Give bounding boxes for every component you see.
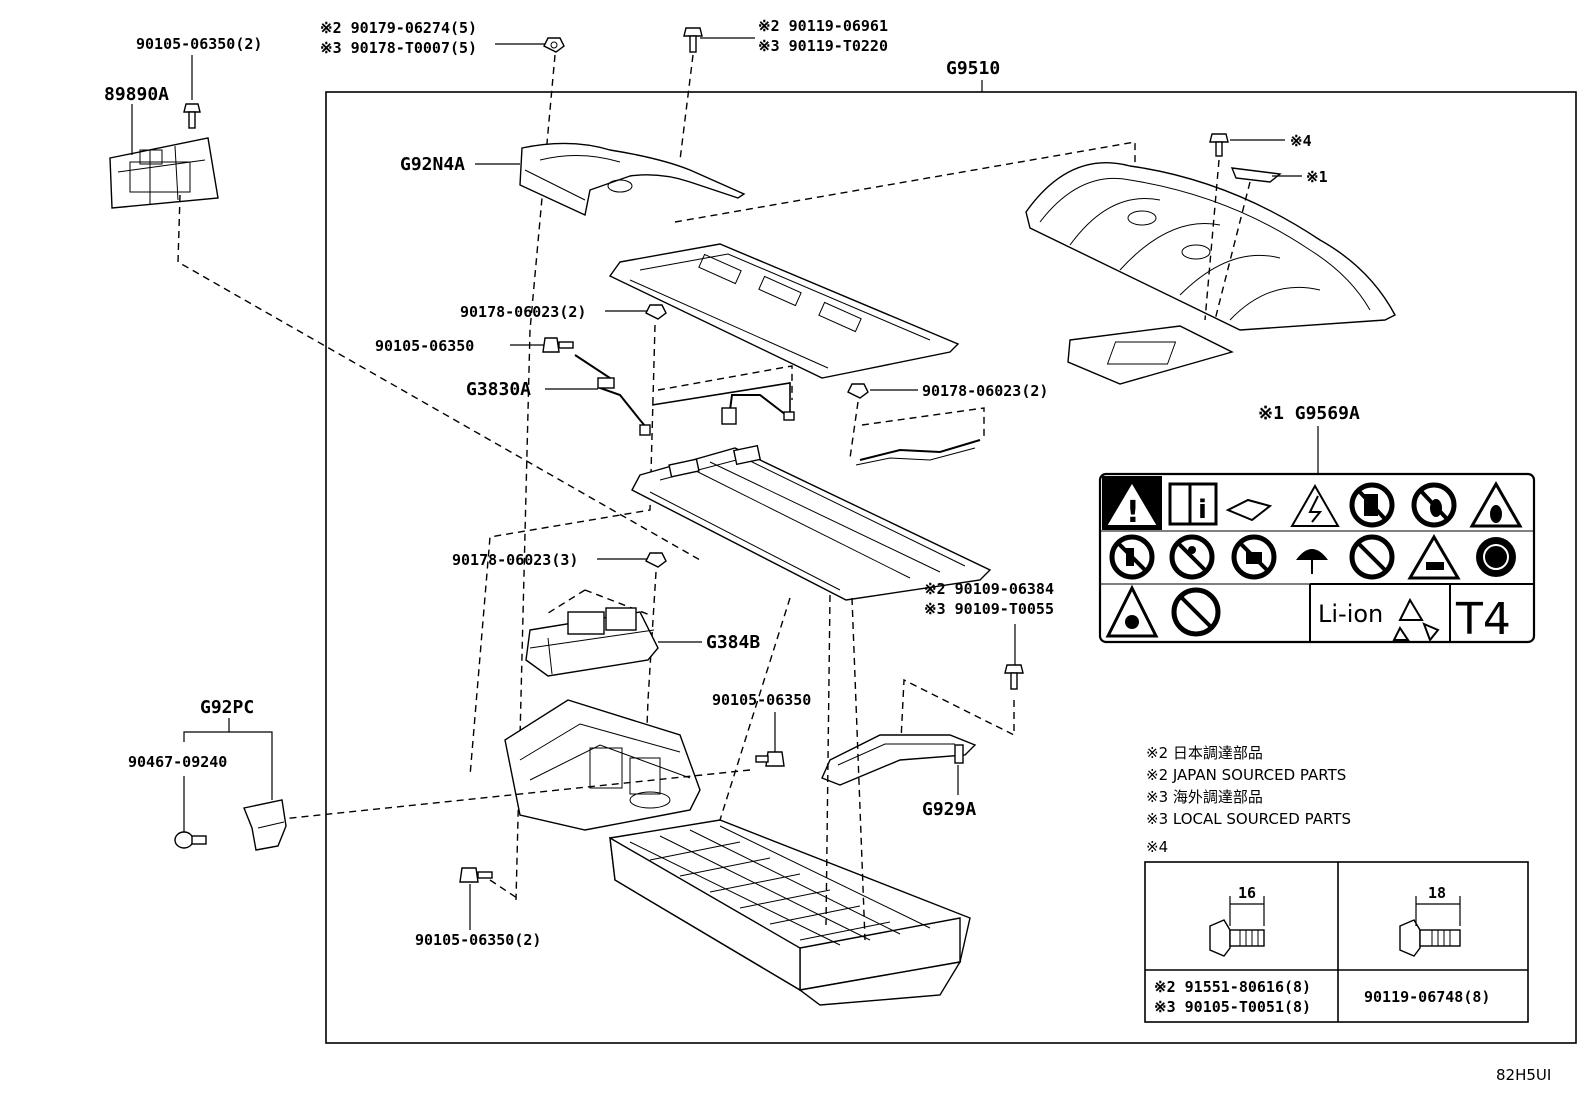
label-90105-06350-2a: 90105-06350(2): [136, 35, 262, 53]
bolt-icon: [1004, 664, 1024, 690]
bolt-left-dimension: 16: [1238, 884, 1256, 902]
part-G3830A[interactable]: [574, 354, 791, 436]
part-clip-90467-09240[interactable]: [174, 831, 207, 849]
label-G92N4A: G92N4A: [400, 154, 465, 175]
bolt-table-title: ※4: [1146, 838, 1168, 856]
label-90179-06274: ※2 90179-06274(5): [320, 19, 477, 37]
label-90109-06384: ※2 90109-06384: [924, 580, 1054, 598]
bolt-left-pn-b: ※3 90105-T0051(8): [1154, 998, 1311, 1016]
no-short-circuit-icon: [1171, 587, 1221, 637]
part-temp-sensor[interactable]: [721, 394, 795, 425]
bolt-icon: [755, 751, 785, 767]
seal-icon: [1476, 537, 1516, 577]
no-open-icon: [1231, 534, 1277, 580]
label-90178-06023-2b: 90178-06023(2): [922, 382, 1048, 400]
note-line-3: ※3 海外調達部品: [1146, 788, 1263, 806]
explosion-icon: [1105, 584, 1159, 638]
manual-icon: i: [1168, 482, 1218, 526]
no-water-icon: [1349, 534, 1395, 580]
label-90105-06350-a: 90105-06350: [375, 337, 474, 355]
svg-text:i: i: [1198, 495, 1207, 525]
bolt-icon: [459, 867, 493, 883]
label-90105-06350-b: 90105-06350: [712, 691, 811, 709]
no-touch-icon: [1349, 482, 1395, 528]
part-wire-harness[interactable]: [855, 439, 981, 466]
group-code: G9510: [946, 58, 1000, 79]
part-lower-bracket[interactable]: [504, 699, 701, 831]
book-icon: [1225, 498, 1273, 522]
bolt-left-pn-a: ※2 91551-80616(8): [1154, 978, 1311, 996]
label-90119-06961: ※2 90119-06961: [758, 17, 888, 35]
flammable-icon: [1469, 480, 1523, 528]
part-G9569A-label-sheet[interactable]: ! i: [1098, 472, 1536, 645]
nut-icon: [847, 383, 869, 399]
label-note1: ※1: [1306, 168, 1328, 186]
part-battery-module[interactable]: [609, 819, 971, 1006]
label-sheet-title: ※1 G9569A: [1258, 403, 1360, 424]
bolt-icon: [542, 337, 574, 353]
label-90109-T0055: ※3 90109-T0055: [924, 600, 1054, 618]
note-line-2: ※2 JAPAN SOURCED PARTS: [1146, 766, 1346, 784]
label-G92PC: G92PC: [200, 697, 254, 718]
part-clip-bracket[interactable]: [243, 799, 287, 851]
no-fire-icon: [1411, 482, 1457, 528]
nut-icon: [543, 37, 565, 53]
group-frame: [325, 91, 1577, 1044]
corrosive-icon: [1407, 534, 1461, 580]
part-cover-plate[interactable]: [1067, 325, 1234, 385]
part-busbar-holder[interactable]: [631, 444, 992, 601]
warning-triangle-icon: [1104, 480, 1160, 527]
nut-icon: [645, 304, 667, 320]
nut-icon: [645, 552, 667, 568]
label-note4-bolt: ※4: [1290, 132, 1312, 150]
part-upper-frame[interactable]: [608, 243, 960, 379]
bolt-16-icon: [1209, 896, 1265, 957]
part-top-cover[interactable]: [1025, 162, 1396, 331]
label-G384B: G384B: [706, 632, 760, 653]
no-disassemble-icon: [1109, 534, 1155, 580]
label-G3830A: G3830A: [466, 379, 531, 400]
li-ion-text: Li-ion: [1318, 600, 1383, 628]
note-line-4: ※3 LOCAL SOURCED PARTS: [1146, 810, 1351, 828]
t4-mark: T4: [1455, 594, 1511, 645]
label-G929A: G929A: [922, 799, 976, 820]
bolt-right-dimension: 18: [1428, 884, 1446, 902]
part-caution-label[interactable]: [1230, 167, 1282, 183]
recycle-icon: [1392, 597, 1440, 642]
bolt-icon: [683, 27, 703, 53]
high-voltage-icon: [1290, 483, 1340, 527]
diagram-id: 82H5UI: [1496, 1066, 1551, 1084]
part-G929A[interactable]: [821, 734, 977, 786]
label-90119-T0220: ※3 90119-T0220: [758, 37, 888, 55]
bolt-icon: [183, 103, 201, 129]
label-90105-06350-2b: 90105-06350(2): [415, 931, 541, 949]
bolt-18-icon: [1399, 896, 1461, 957]
label-90178-06023-3: 90178-06023(3): [452, 551, 578, 569]
bolt-spec-table: 16 ※2 91551-80616(8) ※3 90105-T0051(8) 1…: [1144, 861, 1529, 1023]
bolt-icon: [1209, 133, 1229, 157]
label-90467-09240: 90467-09240: [128, 753, 227, 771]
part-G384B[interactable]: [525, 607, 659, 677]
label-90178-06023-2a: 90178-06023(2): [460, 303, 586, 321]
bolt-right-pn: 90119-06748(8): [1364, 988, 1490, 1006]
svg-text:!: !: [1126, 495, 1140, 530]
part-G92N4A[interactable]: [519, 142, 746, 217]
no-children-icon: [1169, 534, 1215, 580]
keep-dry-icon: [1296, 549, 1328, 574]
note-line-1: ※2 日本調達部品: [1146, 744, 1263, 762]
part-89890A[interactable]: [109, 137, 219, 209]
label-89890A: 89890A: [104, 84, 169, 105]
label-90178-T0007: ※3 90178-T0007(5): [320, 39, 477, 57]
